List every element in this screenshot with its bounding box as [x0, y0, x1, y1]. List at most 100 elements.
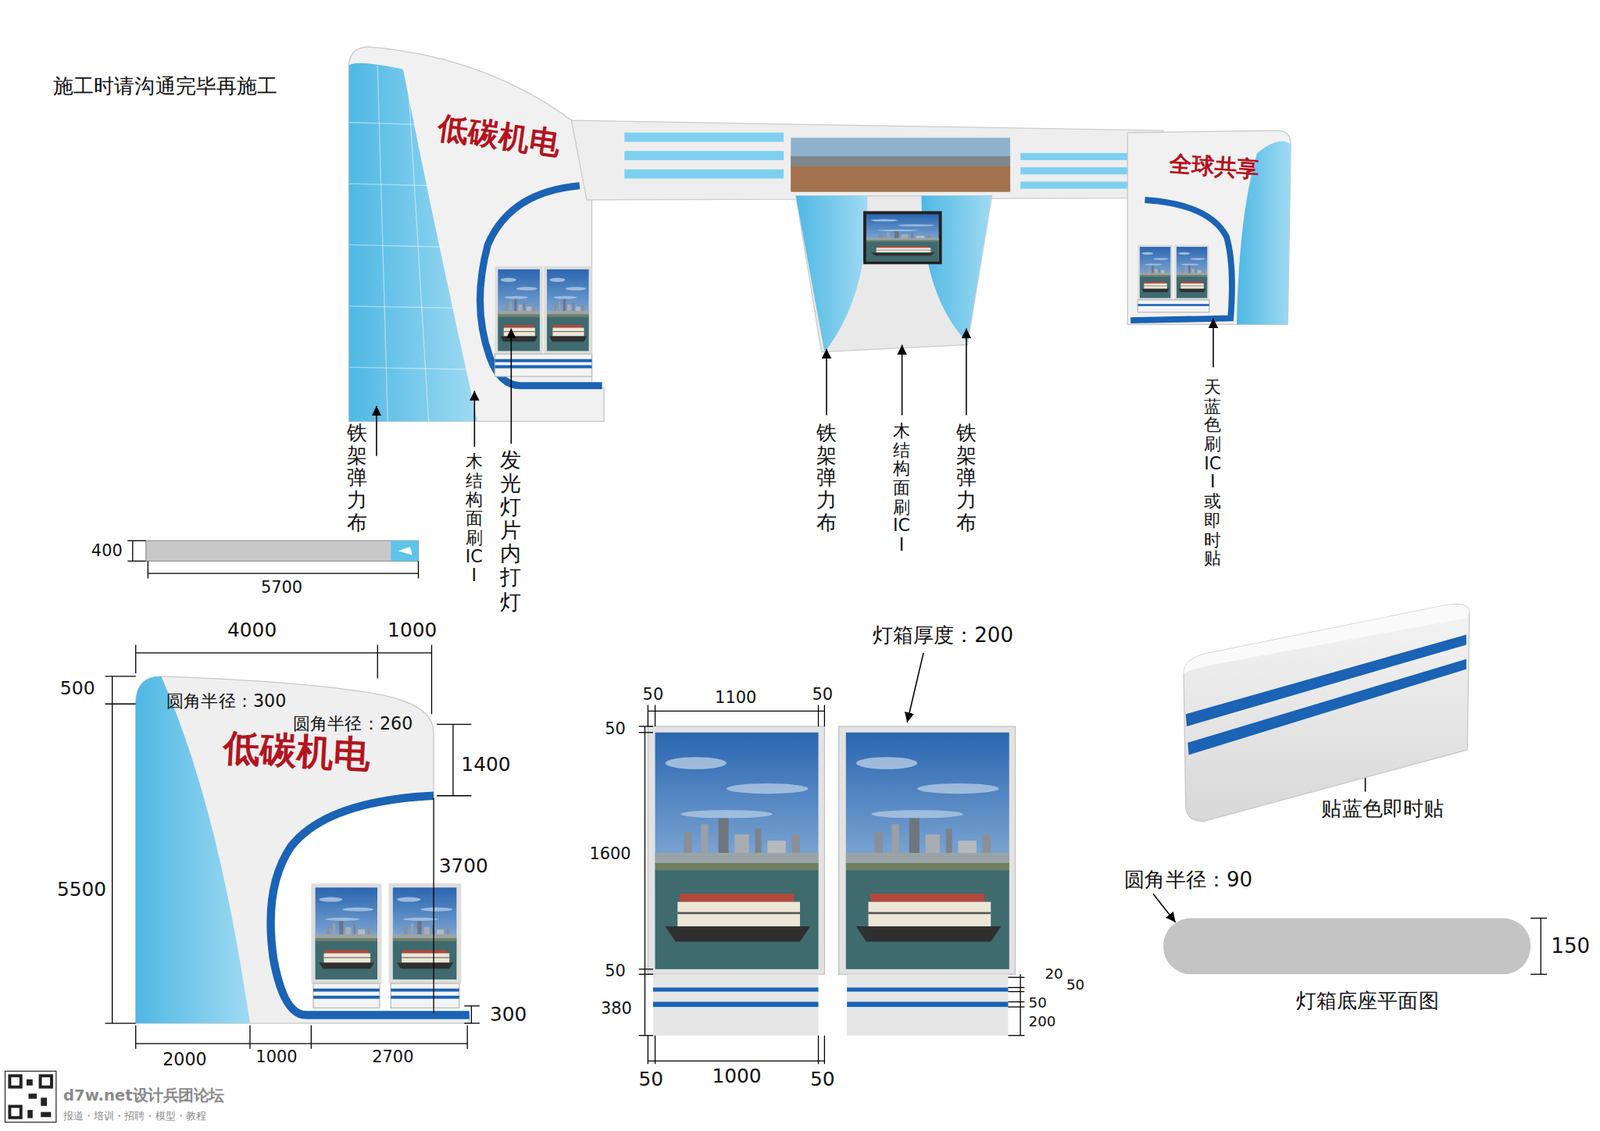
- rendering-lightbox: [494, 353, 592, 377]
- dimension-text: 2000: [162, 1050, 208, 1071]
- callout-arrow: [375, 406, 378, 457]
- dimension-line: [452, 724, 454, 796]
- front-elevation: [313, 989, 380, 993]
- dimension-line: [432, 797, 434, 1014]
- rendering-lightbox: [543, 266, 592, 354]
- front-elevation: [135, 676, 470, 1024]
- right-tower-panel: [1127, 130, 1291, 325]
- fabric-grid: [349, 183, 431, 186]
- dimension-line: [654, 1035, 656, 1065]
- dimension-line: [105, 644, 480, 1049]
- dimension-text: 1000: [387, 619, 437, 643]
- dimension-line: [647, 1035, 649, 1065]
- qr-code: [39, 1074, 54, 1089]
- callout-arrow: [907, 653, 924, 723]
- lightbox-base: [1163, 918, 1531, 975]
- dimension-line: [639, 968, 654, 970]
- qr-code: [40, 1097, 47, 1106]
- beam-stripes: [624, 150, 784, 161]
- rendering-lightbox: [1137, 244, 1172, 300]
- callout-text: 发光灯片内打灯: [500, 449, 522, 615]
- dimension-line: [1007, 1001, 1025, 1003]
- dimension-line: [127, 540, 418, 579]
- dimension-text: 2700: [371, 1047, 414, 1067]
- rendering-lightbox: [494, 359, 592, 363]
- dimension-line: [105, 703, 136, 705]
- rendering-lightbox: [1139, 246, 1171, 298]
- front-elevation: [390, 989, 460, 993]
- dimension-line: [654, 705, 656, 727]
- drawing-caption: 灯箱底座平面图: [1296, 989, 1440, 1014]
- callout-arrow: [965, 328, 968, 416]
- dimension-text: 380: [600, 1000, 633, 1019]
- qr-code: [10, 1077, 19, 1086]
- rendering-lightbox: [494, 244, 1209, 376]
- panorama-photo: [790, 166, 1011, 193]
- dimension-text: 50: [604, 962, 626, 982]
- dimension-line: [436, 724, 472, 725]
- booth-rendering: [349, 46, 1292, 422]
- dimension-line: [1530, 974, 1547, 975]
- front-elevation: [315, 887, 378, 980]
- dimension-text: 400: [91, 542, 123, 561]
- watermark: 报道・培训・招聘・模型・教程: [63, 1110, 207, 1122]
- radius-note: 圆角半径：90: [1124, 868, 1253, 893]
- booth-rendering: [866, 214, 940, 261]
- screen: [863, 210, 943, 265]
- callout-arrow: [510, 328, 513, 445]
- dimension-line: [1007, 987, 1025, 989]
- dimension-line: [147, 572, 418, 574]
- dimension-line: [132, 540, 133, 561]
- fabric-grid: [349, 367, 468, 370]
- dimension-line: [1530, 917, 1547, 919]
- dimension-line: [817, 705, 819, 727]
- callout-text: 木结构面刷ICI: [465, 452, 483, 586]
- front-elevation: [390, 996, 460, 1000]
- plan-strip: [390, 540, 418, 561]
- dimension-line: [1007, 991, 1025, 993]
- dimension-line: [471, 1006, 472, 1024]
- dimension-line: [647, 705, 649, 727]
- dimension-line: [639, 705, 1025, 1065]
- dimension-line: [1007, 1006, 1025, 1008]
- dimension-line: [647, 710, 825, 712]
- dimension-text: 1000: [711, 1065, 761, 1089]
- dimension-line: [135, 644, 136, 674]
- rendering-lightbox: [1137, 303, 1209, 307]
- dimension-line: [105, 1022, 136, 1024]
- rendering-lightbox: [494, 266, 543, 354]
- dimension-line: [377, 644, 379, 679]
- dimension-line: [1530, 918, 1547, 975]
- plan-strip: [397, 546, 412, 555]
- dimension-text: 50: [1028, 994, 1047, 1011]
- dimension-line: [436, 795, 472, 797]
- lightbox-detail: [647, 726, 825, 975]
- lightbox-detail: [839, 726, 1016, 975]
- callout-arrow: [1212, 318, 1215, 368]
- dimension-line: [105, 675, 136, 677]
- callout-text: 贴蓝色即时贴: [1321, 796, 1444, 821]
- dimension-line: [467, 1025, 468, 1050]
- dimension-text: 200: [1028, 1013, 1057, 1030]
- front-elevation: [390, 983, 460, 1008]
- dimension-line: [1007, 977, 1025, 979]
- dimension-line: [127, 540, 147, 542]
- dimension-line: [824, 1035, 825, 1065]
- fabric-grid: [407, 81, 429, 422]
- dimension-line: [249, 1025, 250, 1050]
- dimension-line: [135, 652, 433, 654]
- lightbox-base: [1183, 604, 1470, 674]
- lightbox-detail: [846, 974, 1008, 1036]
- callout-text: 铁架弹力布: [816, 421, 837, 534]
- front-elevation: [313, 996, 380, 1000]
- note-text: 施工时请沟通完毕再施工: [53, 74, 278, 98]
- rendering-lightbox: [1137, 300, 1209, 313]
- fabric-grid: [377, 65, 388, 422]
- front-elevation: [310, 883, 382, 984]
- qr-code: [27, 1110, 33, 1118]
- dimension-text: 50: [639, 1068, 665, 1092]
- dimension-line: [647, 1060, 825, 1062]
- lightbox-base: [1163, 604, 1531, 975]
- dimension-line: [310, 1025, 312, 1050]
- dimension-line: [111, 676, 113, 1024]
